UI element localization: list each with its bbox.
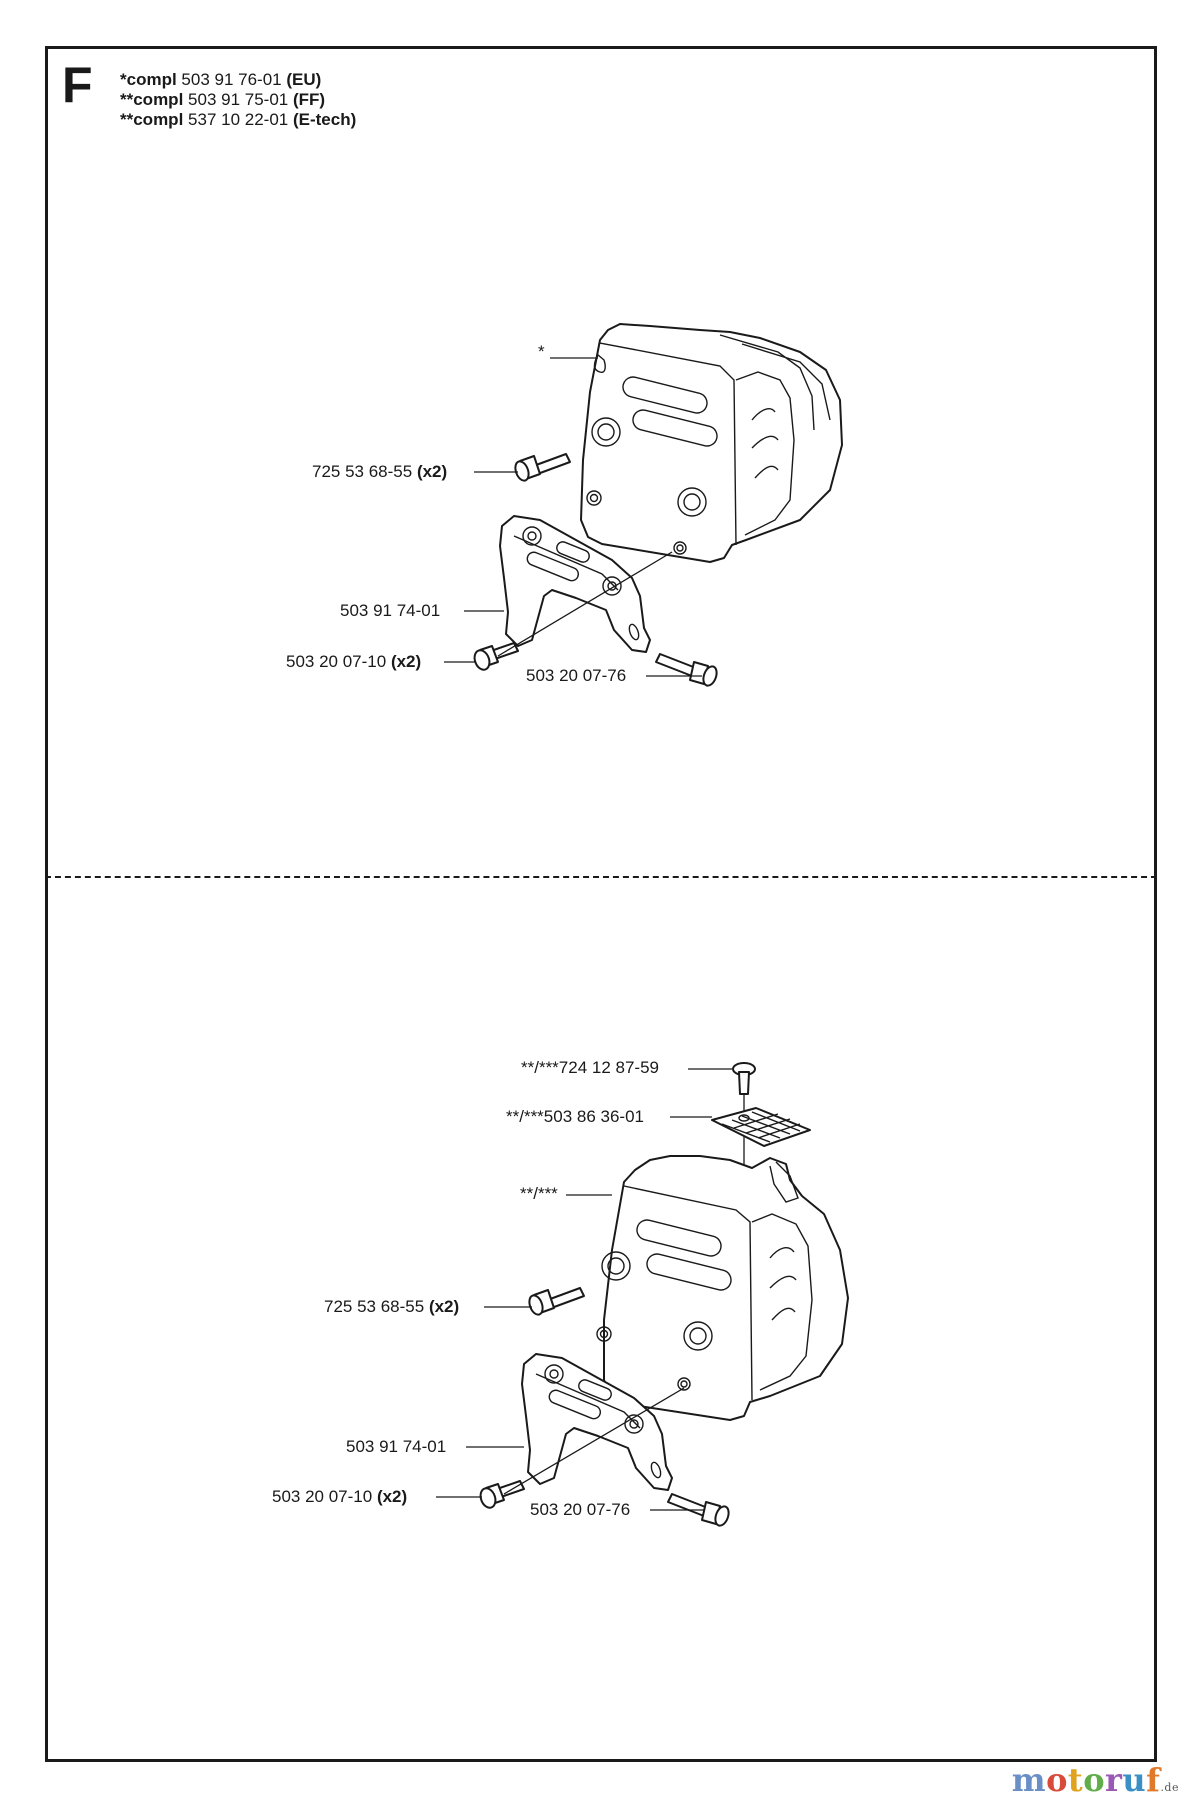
muffler-top	[580, 323, 843, 563]
watermark-letter: m	[1011, 1761, 1047, 1799]
callout-bracket-top: 503 91 74-01	[340, 601, 441, 620]
callout-screw-724-bottom: **/***724 12 87-59	[521, 1058, 660, 1077]
watermark-letter: f	[1146, 1761, 1161, 1799]
header-row-etech: **compl 537 10 22-01 (E-tech)	[120, 110, 356, 130]
section-letter: F	[62, 57, 93, 113]
part-qty: (x2)	[428, 1297, 460, 1316]
bottom-assembly	[436, 1062, 849, 1527]
header-prefix: *compl	[120, 70, 177, 89]
callout-screw-725-bottom: 725 53 68-55 (x2)	[324, 1297, 459, 1317]
callout-screw-725-top: 725 53 68-55 (x2)	[312, 462, 447, 482]
callout-screw-503-10-bottom: 503 20 07-10 (x2)	[272, 1487, 407, 1507]
screw-503-10-top	[473, 642, 519, 671]
header-row-eu: *compl 503 91 76-01 (EU)	[120, 70, 356, 90]
watermark-letter: u	[1122, 1761, 1147, 1799]
callout-screw-503-76-top: 503 20 07-76	[526, 666, 627, 685]
callout-screen-bottom: **/***503 86 36-01	[506, 1107, 645, 1126]
screw-503-76-top	[655, 653, 718, 687]
callout-screw-503-76-bottom: 503 20 07-76	[530, 1500, 631, 1519]
header-number: 537 10 22-01	[188, 110, 289, 129]
callout-muffler-bottom: **/***	[520, 1184, 558, 1203]
screw-503-10-bottom	[479, 1480, 525, 1509]
watermark-text: motoruf	[1012, 1761, 1161, 1799]
part-number: 725 53 68-55	[324, 1297, 425, 1316]
watermark-suffix: .de	[1160, 1781, 1179, 1794]
header-number: 503 91 76-01	[181, 70, 282, 89]
screw-725-top	[514, 453, 571, 482]
diagram-frame	[45, 46, 1157, 1762]
part-qty: (x2)	[390, 652, 422, 671]
watermark-letter: o	[1083, 1761, 1106, 1799]
header-variant: (FF)	[292, 90, 326, 109]
bracket-bottom	[521, 1353, 673, 1491]
watermark-logo: motoruf.de	[1012, 1764, 1179, 1796]
callout-screw-503-10-top: 503 20 07-10 (x2)	[286, 652, 421, 672]
screw-724-bottom	[732, 1062, 756, 1095]
part-qty: (x2)	[416, 462, 448, 481]
header-variant: (E-tech)	[292, 110, 357, 129]
header-row-ff: **compl 503 91 75-01 (FF)	[120, 90, 356, 110]
callout-muffler-top: *	[538, 342, 545, 361]
watermark-letter: o	[1046, 1761, 1068, 1799]
assembly-header: *compl 503 91 76-01 (EU) **compl 503 91 …	[120, 70, 356, 130]
part-number: 503 20 07-10	[272, 1487, 373, 1506]
muffler-bottom	[596, 1155, 849, 1421]
header-number: 503 91 75-01	[188, 90, 289, 109]
top-assembly	[444, 323, 843, 687]
watermark-letter: t	[1067, 1761, 1084, 1799]
part-qty: (x2)	[376, 1487, 408, 1506]
part-number: 503 20 07-10	[286, 652, 387, 671]
callout-bracket-bottom: 503 91 74-01	[346, 1437, 447, 1456]
header-variant: (EU)	[286, 70, 322, 89]
part-number: 725 53 68-55	[312, 462, 413, 481]
screw-503-76-bottom	[667, 1493, 730, 1527]
bracket-top	[499, 515, 651, 653]
section-divider	[45, 876, 1157, 878]
screen-bottom	[711, 1107, 811, 1147]
screw-725-bottom	[528, 1287, 585, 1316]
watermark-letter: r	[1105, 1761, 1123, 1799]
header-prefix: **compl	[120, 90, 184, 109]
header-prefix: **compl	[120, 110, 184, 129]
